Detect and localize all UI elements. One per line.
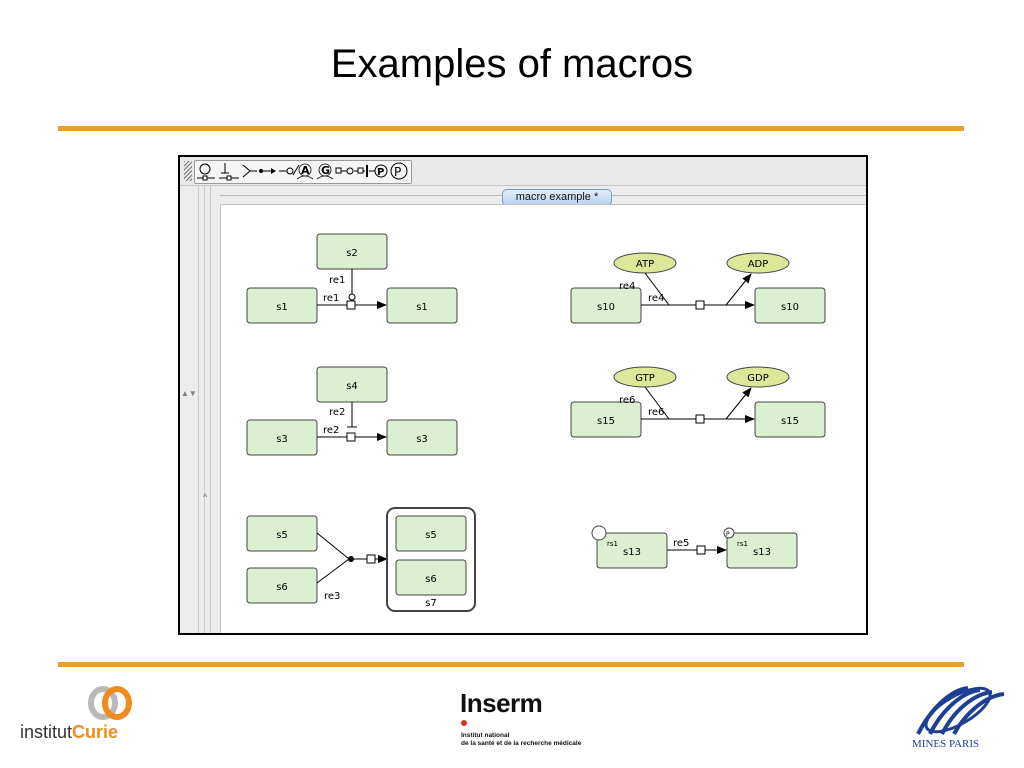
species-node[interactable]: s1 [246, 287, 318, 324]
reaction-label: re3 [324, 591, 340, 602]
splitter-arrows-icon[interactable]: ▲▼ [181, 389, 197, 398]
top-divider [58, 126, 964, 131]
svg-text:A: A [301, 164, 310, 177]
svg-text:rs1: rs1 [607, 540, 618, 548]
collapse-caret-icon[interactable]: ^ [203, 492, 208, 502]
svg-text:ATP: ATP [636, 259, 654, 270]
svg-text:s15: s15 [597, 416, 615, 427]
mines-label: MINES PARIS [912, 738, 980, 750]
species-node[interactable]: s6 [246, 567, 318, 604]
svg-text:s10: s10 [781, 302, 799, 313]
diagram-canvas[interactable]: s2 s1 s1 re1 re1 s4 s [220, 204, 866, 633]
svg-text:s4: s4 [346, 381, 358, 392]
association-icon[interactable] [242, 164, 257, 178]
svg-text:GTP: GTP [635, 373, 655, 384]
species-node[interactable]: s5 [246, 515, 318, 552]
reaction-label: re6 [619, 395, 635, 406]
species-node[interactable]: s4 [316, 366, 388, 403]
left-ruler: ▲▼ ^ [180, 186, 220, 633]
svg-text:s10: s10 [597, 302, 615, 313]
curie-prefix: institut [20, 722, 73, 742]
editor-screenshot: A G P [178, 155, 868, 635]
svg-text:G: G [321, 164, 330, 177]
reaction-label: re2 [323, 425, 339, 436]
svg-text:GDP: GDP [747, 373, 768, 384]
institut-curie-logo: institutCurie [20, 686, 150, 746]
svg-text:ADP: ADP [748, 259, 769, 270]
inhibition-icon[interactable] [335, 167, 354, 175]
state-node-icon[interactable] [197, 163, 215, 181]
modulation-icon[interactable] [354, 165, 368, 177]
phosphorylation-circle-icon[interactable]: P [390, 162, 408, 180]
reaction-label: re4 [648, 293, 664, 304]
reaction-label: re6 [648, 407, 664, 418]
species-node[interactable]: s10 [754, 287, 826, 324]
reaction-label: re2 [329, 407, 345, 418]
inserm-name: Inserm [460, 688, 543, 718]
species-node[interactable]: s1 [386, 287, 458, 324]
phosphorylation-icon[interactable]: P [369, 164, 388, 178]
species-node[interactable]: s13 P rs1 [723, 527, 798, 569]
reaction-label: re4 [619, 281, 635, 292]
species-node[interactable]: s13 rs1 [591, 525, 668, 569]
catalysis-icon[interactable] [279, 164, 300, 176]
inserm-logo: Inserm Institut national de la santé et … [458, 688, 638, 752]
svg-text:s5: s5 [425, 530, 437, 541]
toolbar: A G P [180, 157, 866, 186]
reaction-label: re1 [323, 293, 339, 304]
reaction-label: re5 [673, 538, 689, 549]
species-node[interactable]: s15 [754, 401, 826, 438]
simple-molecule-node[interactable]: ADP [726, 252, 790, 274]
svg-text:P: P [726, 531, 730, 538]
svg-text:s13: s13 [753, 547, 771, 558]
bottom-divider [58, 662, 964, 667]
source-sink-icon[interactable] [219, 163, 239, 181]
svg-text:s1: s1 [416, 302, 428, 313]
svg-text:s15: s15 [781, 416, 799, 427]
svg-text:P: P [394, 165, 401, 179]
svg-text:s3: s3 [416, 434, 428, 445]
tab-g-icon[interactable]: G [316, 163, 334, 180]
svg-text:s3: s3 [276, 434, 288, 445]
inserm-line2: de la santé et de la recherche médicale [461, 740, 582, 747]
reaction-label: re1 [329, 275, 345, 286]
curie-name: Curie [72, 722, 119, 742]
species-node[interactable]: s3 [246, 419, 318, 456]
species-node[interactable]: s2 [316, 233, 388, 270]
svg-text:s2: s2 [346, 248, 358, 259]
svg-text:s5: s5 [276, 530, 288, 541]
species-node[interactable]: s15 [570, 401, 642, 438]
tab-strip: macro example * [220, 186, 866, 206]
simple-molecule-node[interactable]: GTP [613, 366, 677, 388]
simple-molecule-node[interactable]: GDP [726, 366, 790, 388]
svg-text:rs1: rs1 [737, 540, 748, 548]
svg-text:s7: s7 [425, 598, 437, 609]
species-node[interactable]: s3 [386, 419, 458, 456]
svg-text:s6: s6 [425, 574, 437, 585]
svg-text:s1: s1 [276, 302, 288, 313]
simple-molecule-node[interactable]: ATP [613, 252, 677, 274]
slide-title: Examples of macros [330, 42, 694, 86]
species-node[interactable]: s10 [570, 287, 642, 324]
svg-text:s6: s6 [276, 582, 288, 593]
grip-icon[interactable] [184, 161, 192, 181]
svg-text:P: P [377, 167, 384, 178]
inserm-dot-icon [461, 720, 467, 726]
inserm-line1: Institut national [461, 732, 510, 739]
tab-a-icon[interactable]: A [296, 163, 314, 180]
tool-palette: A G P [194, 160, 412, 184]
complex-node[interactable]: s5 s6 s7 [386, 507, 476, 612]
dissociation-icon[interactable] [259, 168, 276, 174]
svg-text:s13: s13 [623, 547, 641, 558]
mines-paris-logo: MINES PARIS [900, 680, 1010, 760]
